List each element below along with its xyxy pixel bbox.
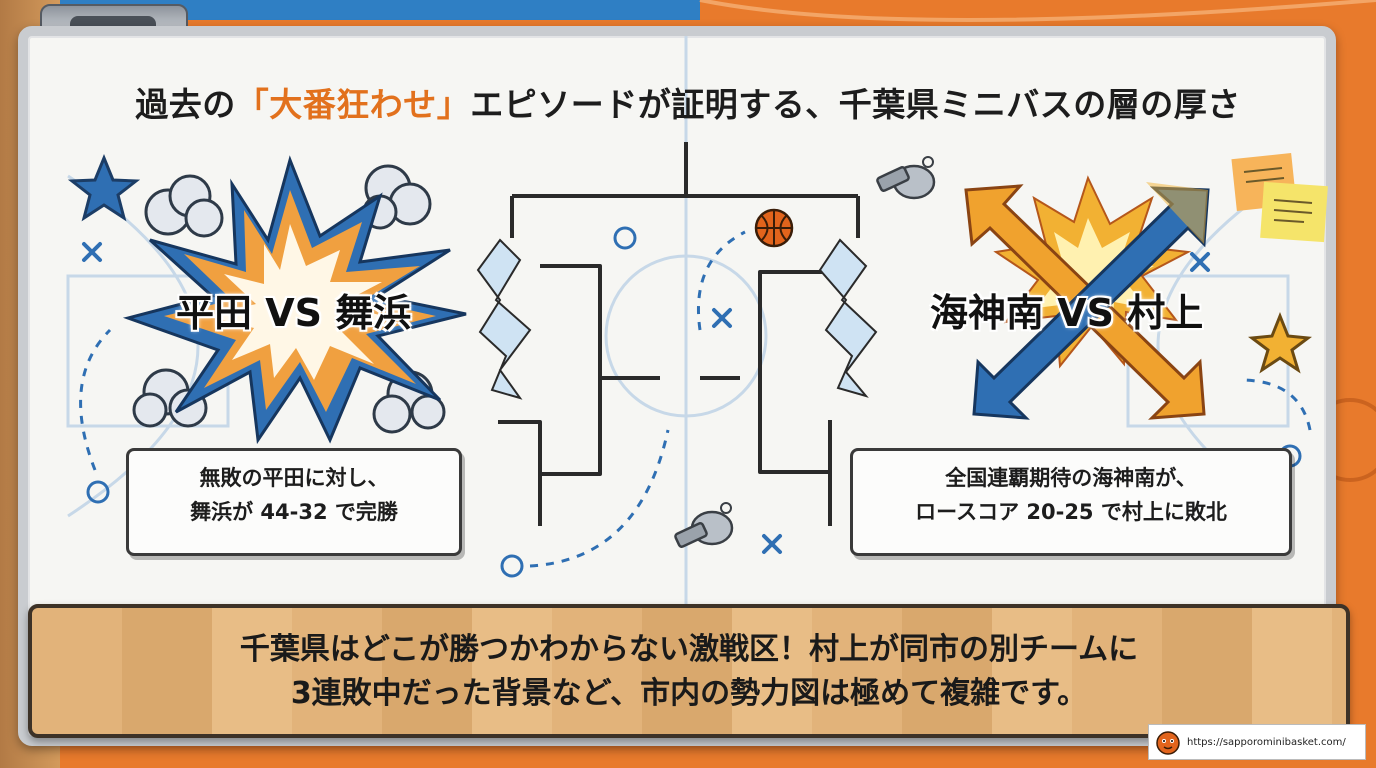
explosion-icon bbox=[122, 155, 467, 445]
crack-icon bbox=[476, 238, 878, 400]
page-title: 過去の「大番狂わせ」エピソードが証明する、千葉県ミニバスの層の厚さ bbox=[0, 78, 1376, 126]
title-prefix: 過去の bbox=[135, 85, 236, 124]
left-result-note: 無敗の平田に対し、 舞浜が 44-32 で完勝 bbox=[126, 448, 462, 556]
right-note-line1: 全国連覇期待の海神南が、 bbox=[945, 466, 1197, 490]
x-mark-icon bbox=[82, 242, 1210, 554]
basketball-icon bbox=[754, 208, 794, 248]
summary-banner: 千葉県はどこが勝つかわからない激戦区！村上が同市の別チームに 3連敗中だった背景… bbox=[28, 604, 1350, 738]
title-highlight: 「大番狂わせ」 bbox=[235, 85, 471, 124]
right-note-line2: ロースコア 20-25 で村上に敗北 bbox=[915, 500, 1227, 524]
title-suffix: エピソードが証明する、千葉県ミニバスの層の厚さ bbox=[470, 85, 1241, 124]
mascot-icon bbox=[1156, 731, 1180, 755]
right-result-note: 全国連覇期待の海神南が、 ロースコア 20-25 で村上に敗北 bbox=[850, 448, 1292, 556]
star-icon bbox=[1248, 311, 1312, 374]
banner-line2: 3連敗中だった背景など、市内の勢力図は極めて複雑です。 bbox=[290, 676, 1088, 711]
right-matchup-label: 海神南 VS 村上 bbox=[930, 291, 1204, 335]
left-matchup-label: 平田 VS 舞浜 bbox=[176, 291, 412, 335]
left-note-line1: 無敗の平田に対し、 bbox=[199, 466, 389, 490]
whistle-icon bbox=[876, 156, 936, 200]
sticky-note-icon bbox=[1231, 153, 1328, 243]
star-icon bbox=[67, 154, 141, 222]
banner-line1: 千葉県はどこが勝つかわからない激戦区！村上が同市の別チームに bbox=[239, 632, 1139, 667]
crossed-arrows-icon bbox=[964, 175, 1210, 420]
whistle-icon bbox=[674, 502, 734, 548]
left-note-line2: 舞浜が 44-32 で完勝 bbox=[190, 500, 398, 524]
site-url[interactable]: https://sapporominibasket.com/ bbox=[1187, 736, 1346, 748]
dashed-arrow-icon bbox=[79, 230, 1312, 568]
tournament-bracket bbox=[498, 142, 860, 526]
site-credit[interactable]: https://sapporominibasket.com/ bbox=[1148, 724, 1366, 760]
